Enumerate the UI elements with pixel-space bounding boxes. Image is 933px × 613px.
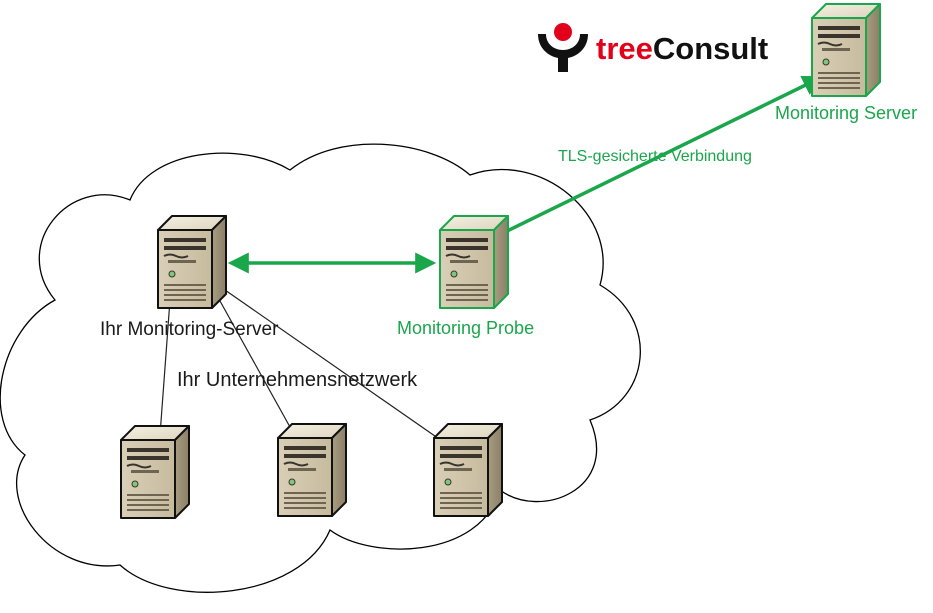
client-3-server-icon: [433, 423, 503, 517]
customer-monitoring-server-icon: [157, 215, 227, 309]
network-label: Ihr Unternehmensnetzwerk: [177, 369, 418, 391]
svg-text:treeConsult: treeConsult: [596, 31, 768, 66]
internal-links: [159, 289, 456, 451]
logo-brand-part2: Consult: [653, 31, 768, 66]
link-to-client-3: [224, 289, 456, 451]
tls-connection-label: TLS-gesicherte Verbindung: [558, 148, 752, 165]
remote-monitoring-server-icon: [811, 3, 881, 97]
treeconsult-logo: treeConsult: [538, 23, 768, 72]
client-2-server-icon: [277, 423, 347, 517]
monitoring-probe-label: Monitoring Probe: [397, 318, 534, 338]
logo-brand-part1: tree: [596, 31, 653, 66]
client-1-server-icon: [120, 425, 190, 519]
link-to-client-2: [214, 291, 301, 446]
treeconsult-logo-icon: [538, 23, 588, 72]
link-to-client-1: [159, 299, 171, 436]
customer-monitoring-server-label: Ihr Monitoring-Server: [100, 319, 279, 340]
tls-connection-arrow: [504, 75, 824, 234]
monitoring-probe-icon: [439, 215, 509, 309]
remote-monitoring-server-label: Monitoring Server: [775, 103, 917, 123]
